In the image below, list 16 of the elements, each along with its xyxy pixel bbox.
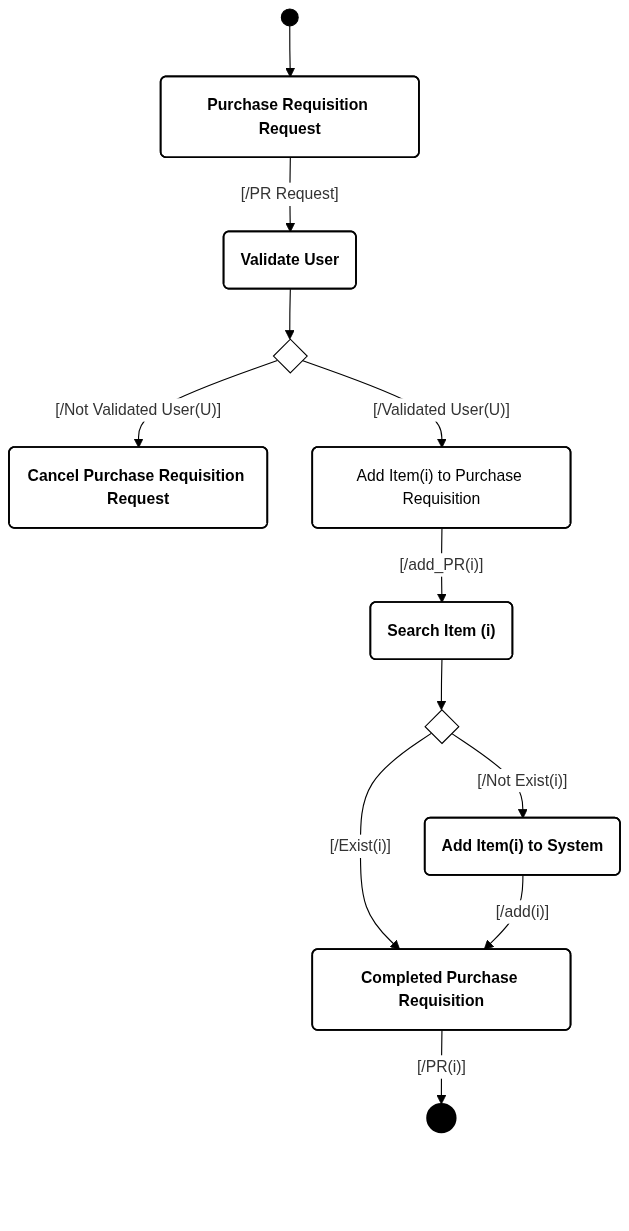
arrow [284, 288, 295, 340]
arrow [359, 732, 432, 951]
edge-label: [/PR(i)] [416, 1057, 466, 1076]
edge-label: [/PR Request] [240, 184, 339, 203]
node-diamond [272, 338, 308, 374]
edge-label: [/Not Validated User(U)] [55, 400, 222, 419]
edge-label: [/Validated User(U)] [372, 400, 510, 419]
edge-label: [/Not Exist(i)] [477, 771, 568, 789]
node-circle [280, 8, 299, 27]
edge-label: [/Exist(i)] [329, 836, 391, 855]
arrow [436, 659, 447, 711]
edge-label: [/add(i)] [495, 902, 550, 921]
node-circle [426, 1102, 457, 1134]
node-diamond [424, 709, 460, 745]
edge-label: [/add_PR(i)] [399, 555, 484, 574]
arrow [285, 25, 296, 78]
